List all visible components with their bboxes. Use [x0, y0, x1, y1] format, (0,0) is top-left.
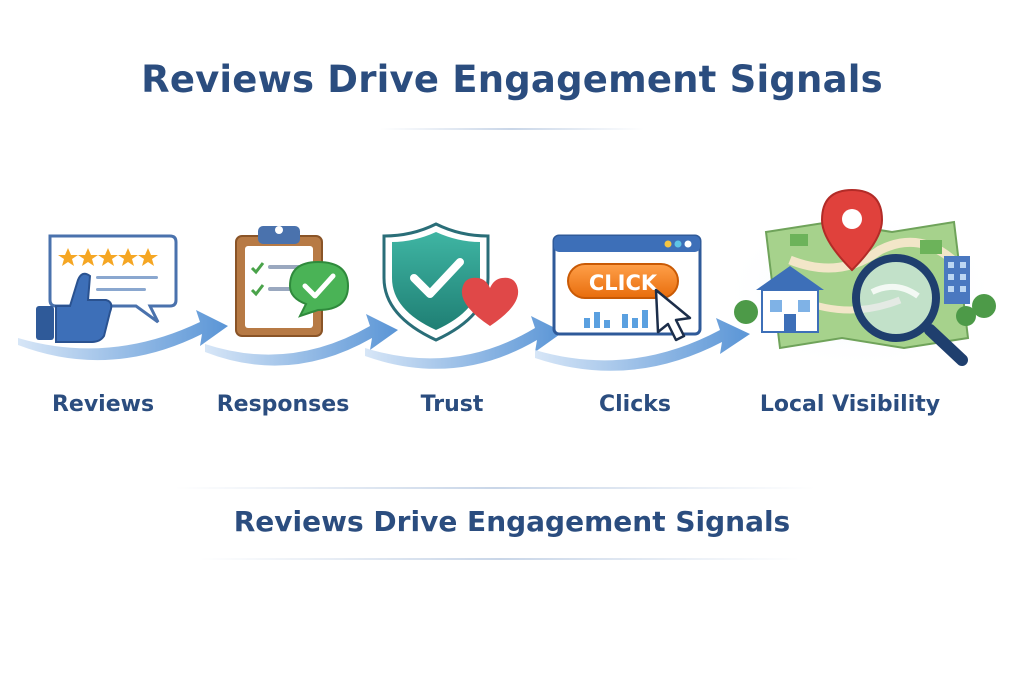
- step-label-trust: Trust: [420, 392, 484, 417]
- thumbs-up-review-bubble-icon: [36, 234, 178, 343]
- flow-arrow-2: [205, 314, 398, 366]
- tree-icon: [734, 294, 996, 326]
- map-pin-magnifier-icon: [720, 188, 1000, 370]
- step-label-clicks: Clicks: [599, 392, 671, 417]
- magnifier-icon: [852, 254, 968, 366]
- house-icon: [756, 266, 824, 333]
- map-pin-icon: [820, 188, 884, 272]
- section-divider-bottom: [200, 558, 800, 560]
- step-label-responses: Responses: [216, 392, 350, 417]
- flow-arrows: [18, 310, 750, 371]
- click-button-label: CLICK: [589, 271, 658, 295]
- cursor-arrow-icon: [654, 288, 692, 342]
- step-label-reviews: Reviews: [51, 392, 155, 417]
- mini-bar-chart-icon: [584, 310, 648, 328]
- footer-title: Reviews Drive Engagement Signals: [233, 505, 791, 538]
- heart-icon: [461, 277, 519, 326]
- clipboard-checkmark-reply-icon: [235, 226, 350, 337]
- reply-check-bubble-icon: [288, 260, 350, 318]
- flow-arrow-3: [365, 316, 563, 369]
- browser-click-cursor-icon: CLICK: [552, 234, 702, 342]
- checklist-icon: [250, 262, 302, 297]
- section-divider-top: [175, 487, 815, 489]
- building-icon: [944, 256, 970, 304]
- shield-check-heart-icon: [382, 222, 519, 342]
- click-button: [567, 263, 679, 299]
- star-rating-icon: [58, 248, 158, 266]
- flow-arrow-1: [18, 310, 228, 361]
- page-title: Reviews Drive Engagement Signals: [141, 58, 883, 101]
- flow-arrow-4: [535, 318, 750, 371]
- title-divider: [380, 128, 644, 130]
- step-label-local-visibility: Local Visibility: [759, 392, 941, 417]
